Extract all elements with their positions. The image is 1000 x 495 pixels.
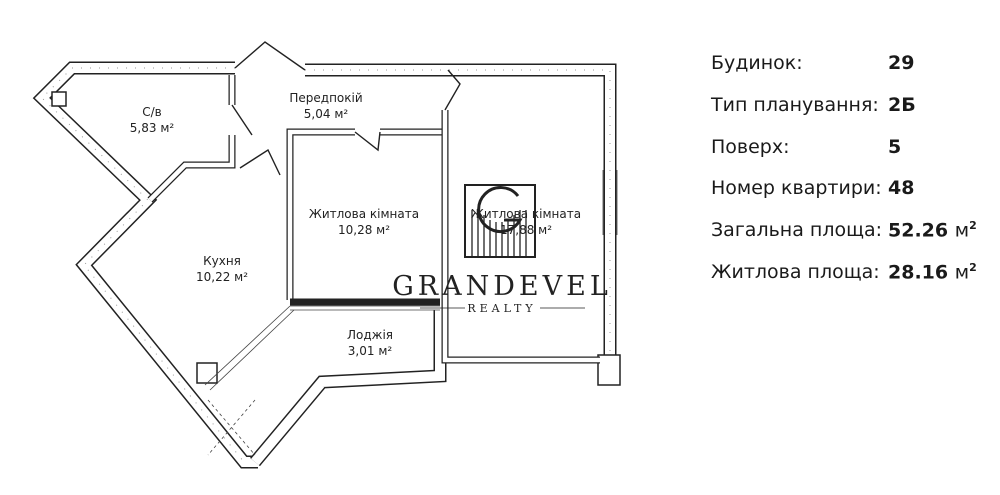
- svg-text:Кухня: Кухня: [203, 254, 241, 268]
- svg-text:Житлова кімната: Житлова кімната: [309, 207, 419, 221]
- svg-text:10,22 м²: 10,22 м²: [196, 270, 248, 284]
- doors: [231, 41, 461, 176]
- room-hallway: Передпокій 5,04 м²: [289, 91, 362, 121]
- svg-text:Лоджія: Лоджія: [347, 328, 393, 342]
- logo-mark: [464, 184, 536, 258]
- interior-walls: [147, 75, 600, 364]
- windows: [204, 170, 618, 456]
- svg-text:GRANDEVEL: GRANDEVEL: [392, 271, 612, 302]
- svg-text:5,04 м²: 5,04 м²: [304, 107, 349, 121]
- svg-text:Передпокій: Передпокій: [289, 91, 362, 105]
- floor-plan: С/в 5,83 м² Передпокій 5,04 м² Житлова к…: [32, 41, 621, 469]
- outer-walls: [32, 61, 621, 469]
- svg-text:С/в: С/в: [142, 105, 162, 119]
- room-loggia: Лоджія 3,01 м²: [347, 328, 393, 358]
- svg-text:5,83 м²: 5,83 м²: [130, 121, 175, 135]
- room-living-1: Житлова кімната 10,28 м²: [309, 207, 419, 237]
- shaft: [196, 362, 218, 384]
- room-cv: С/в 5,83 м²: [130, 105, 175, 135]
- shaft: [51, 91, 67, 107]
- room-kitchen: Кухня 10,22 м²: [196, 254, 248, 284]
- svg-text:10,28 м²: 10,28 м²: [338, 223, 390, 237]
- svg-text:3,01 м²: 3,01 м²: [348, 344, 393, 358]
- column: [597, 354, 621, 386]
- watermark-logo: GRANDEVEL REALTY: [392, 184, 612, 315]
- svg-text:REALTY: REALTY: [467, 302, 536, 315]
